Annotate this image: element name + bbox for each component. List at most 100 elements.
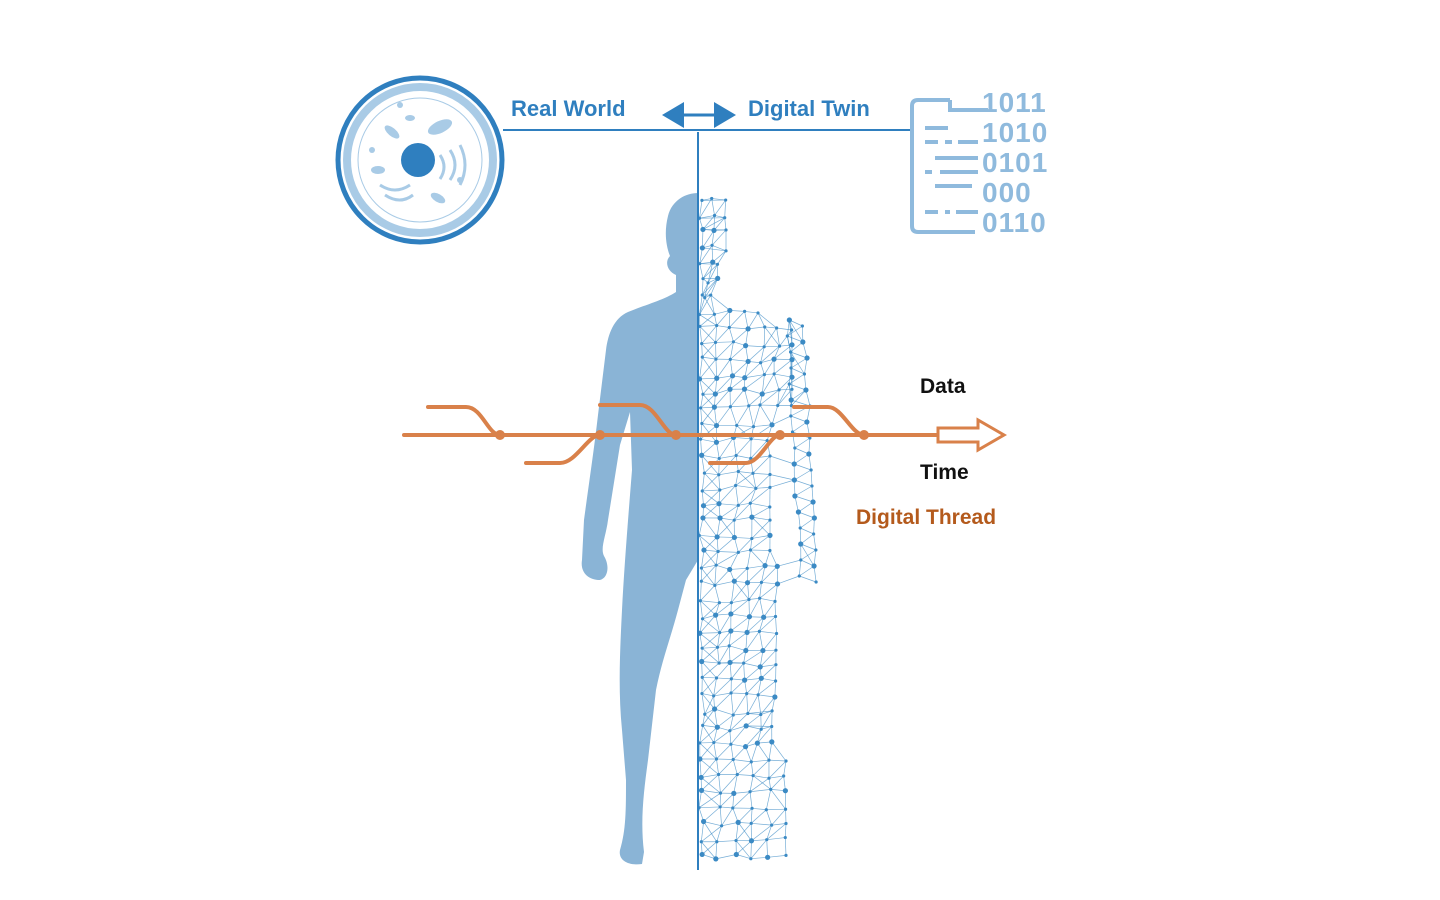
mesh-edge: [702, 356, 718, 379]
mesh-edge: [700, 407, 703, 424]
mesh-edge: [699, 758, 719, 775]
mesh-edge: [714, 388, 731, 408]
mesh-edge: [699, 245, 713, 264]
mesh-node: [745, 358, 751, 365]
human-silhouette-icon: [581, 193, 698, 865]
mesh-node: [701, 547, 707, 553]
mesh-node: [728, 611, 734, 617]
mesh-node: [790, 430, 795, 434]
mesh-edge: [792, 421, 808, 433]
mesh-node: [718, 791, 723, 795]
mesh-edge: [719, 505, 739, 519]
mesh-edge: [759, 598, 764, 618]
mesh-edge: [746, 678, 762, 694]
mesh-node: [700, 515, 706, 521]
mesh-node: [782, 788, 788, 794]
mesh-edge: [701, 564, 717, 582]
mesh-node: [748, 838, 755, 844]
mesh-node: [800, 324, 804, 328]
mesh-edge: [715, 551, 719, 566]
mesh-edge: [746, 693, 749, 714]
mesh-node: [792, 493, 798, 499]
mesh-edge: [702, 230, 715, 249]
mesh-edge: [750, 535, 771, 551]
mesh-node: [789, 357, 795, 363]
mesh-edge: [716, 325, 730, 328]
binary-row: 1011: [982, 87, 1047, 118]
mesh-edge: [744, 374, 765, 379]
mesh-edge: [715, 341, 734, 360]
mesh-edge: [701, 342, 716, 344]
mesh-edge: [712, 250, 727, 263]
mesh-node: [712, 740, 716, 745]
time-label: Time: [920, 461, 969, 484]
mesh-node: [699, 579, 703, 583]
mesh-edge: [744, 311, 749, 329]
mesh-edge: [761, 582, 778, 585]
mesh-edge: [730, 599, 750, 615]
mesh-edge: [787, 335, 803, 343]
mesh-edge: [794, 453, 810, 465]
mesh-edge: [700, 439, 702, 456]
mesh-node: [699, 566, 704, 570]
mesh-edge: [701, 841, 718, 855]
mesh-edge: [702, 725, 715, 743]
mesh-node: [701, 392, 705, 396]
mesh-edge: [794, 469, 812, 481]
mesh-edge: [701, 647, 720, 664]
mesh-edge: [753, 404, 761, 427]
mesh-edge: [755, 486, 771, 489]
mesh-edge: [743, 650, 764, 664]
mesh-edge: [719, 517, 735, 538]
mesh-edge: [730, 725, 747, 745]
mesh-edge: [701, 580, 715, 586]
mesh-node: [759, 712, 763, 717]
mesh-edge: [794, 485, 813, 497]
mesh-edge: [702, 602, 720, 620]
bidirectional-arrow-icon: [662, 102, 736, 128]
mesh-edge: [774, 601, 776, 617]
mesh-edge: [702, 714, 706, 726]
mesh-edge: [715, 602, 732, 616]
mesh-node: [731, 578, 737, 584]
mesh-edge: [716, 825, 722, 842]
mesh-node: [768, 485, 772, 489]
mesh-edge: [734, 537, 752, 539]
mesh-edge: [729, 552, 739, 570]
mesh-node: [734, 838, 738, 843]
mesh-node: [731, 790, 737, 796]
mesh-edge: [766, 837, 786, 841]
mesh-edge: [707, 264, 718, 284]
mesh-edge: [717, 250, 727, 265]
mesh-node: [729, 373, 736, 379]
mesh-node: [742, 744, 749, 750]
mesh-edge: [732, 361, 749, 377]
mesh-edge: [700, 821, 704, 842]
digital-thread-label: Digital Thread: [856, 506, 997, 529]
mesh-node: [742, 375, 748, 381]
mesh-node: [718, 631, 722, 635]
mesh-node: [810, 484, 814, 488]
mesh-edge: [768, 741, 773, 761]
mesh-node: [758, 596, 762, 600]
mesh-edge: [715, 854, 737, 860]
mesh-edge: [788, 383, 792, 401]
mesh-node: [731, 534, 737, 541]
mesh-edge: [702, 278, 718, 296]
mesh-node: [773, 599, 777, 603]
mesh-edge: [713, 692, 732, 697]
mesh-edge: [702, 503, 720, 519]
mesh-edge: [714, 215, 725, 219]
mesh-node: [768, 518, 772, 522]
mesh-edge: [745, 328, 749, 346]
mesh-node: [747, 404, 751, 408]
mesh-node: [736, 550, 740, 555]
mesh-node: [717, 661, 721, 665]
mesh-edge: [804, 357, 808, 375]
mesh-edge: [745, 714, 762, 727]
mesh-edge: [731, 582, 748, 603]
mesh-edge: [764, 373, 775, 375]
mesh-edge: [790, 367, 805, 375]
mesh-edge: [773, 373, 780, 390]
